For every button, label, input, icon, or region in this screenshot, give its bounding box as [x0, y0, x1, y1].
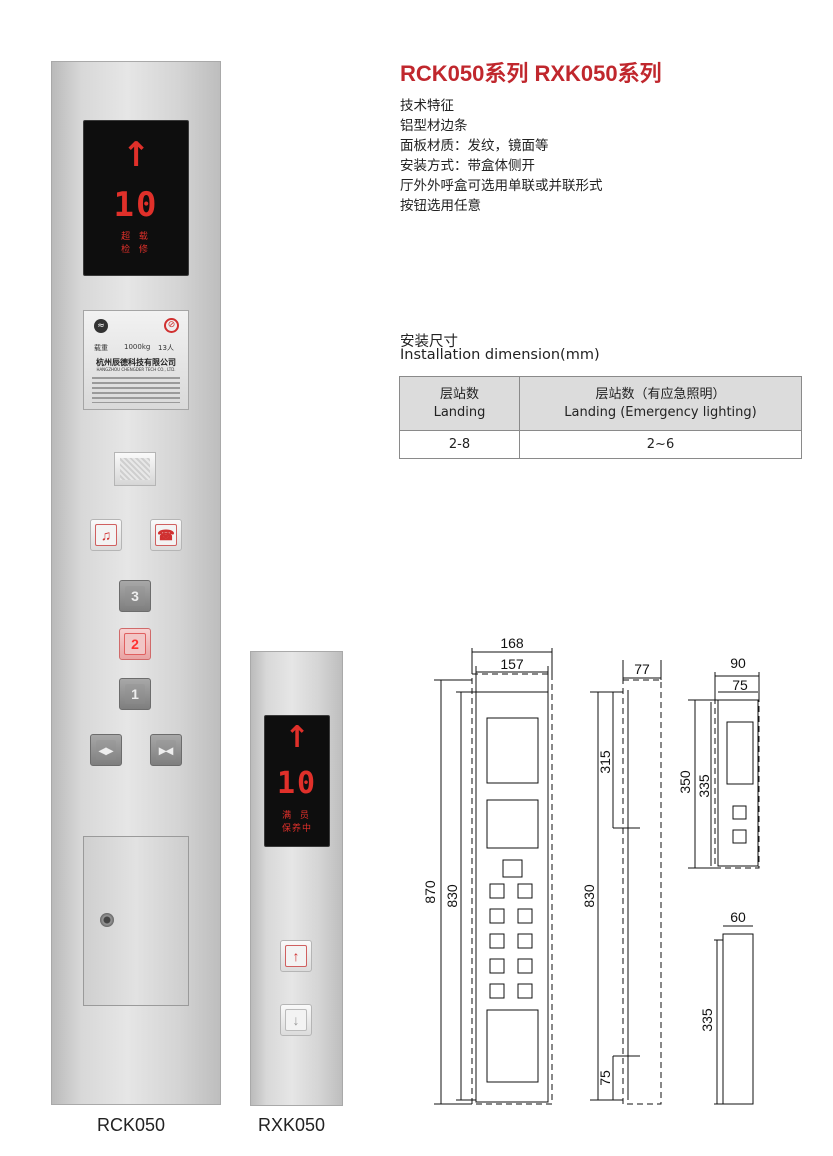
- install-heading-cn: 安装尺寸: [400, 334, 458, 350]
- floor-button-3[interactable]: 3: [119, 580, 151, 612]
- dim-hall-parallel-height-inner: 335: [696, 774, 712, 798]
- series-title: RCK050系列 RXK050系列: [400, 61, 662, 86]
- door-close-icon: ▸◂: [156, 740, 176, 760]
- dim-side-bottom: 75: [597, 1070, 613, 1086]
- col-emergency-cn: 层站数（有应急照明）: [595, 386, 726, 402]
- rck050-caption: RCK050: [97, 1115, 166, 1135]
- floor-label: 2: [124, 633, 146, 655]
- up-arrow-icon: ↑: [284, 720, 310, 755]
- company-name-en: HANGZHOU CHENGDER TECH CO., LTD.: [96, 367, 176, 372]
- door-close-button[interactable]: ▸◂: [150, 734, 182, 766]
- capacity-label: 载重: [94, 344, 108, 352]
- floor-number: 10: [276, 766, 318, 801]
- cell-landing-emergency: 2~6: [519, 430, 802, 459]
- arrow-up-icon: ↑: [285, 945, 307, 967]
- company-name: 杭州辰德科技有限公司: [96, 358, 176, 367]
- no-smoking-icon: ⊘: [164, 318, 179, 333]
- status-service: 保养中: [281, 824, 312, 834]
- bell-icon: ♫: [95, 524, 117, 546]
- speaker-grille: [92, 377, 180, 403]
- status-full: 满 员: [282, 811, 312, 821]
- alarm-button[interactable]: ♫: [90, 519, 122, 551]
- up-arrow-icon: ↑: [121, 135, 151, 175]
- status-overload: 超 载: [121, 232, 151, 242]
- status-maintenance: 检 修: [121, 245, 151, 255]
- capacity-load: 1000kg: [124, 343, 151, 351]
- hall-up-button[interactable]: ↑: [280, 940, 312, 972]
- feature-item: 厅外外呼盒可选用单联或并联形式: [400, 178, 603, 194]
- dim-front-height-outer: 870: [422, 880, 438, 904]
- dim-hall-single-width: 60: [730, 909, 746, 925]
- floor-button-2[interactable]: 2: [119, 628, 151, 660]
- floor-button-1[interactable]: 1: [119, 678, 151, 710]
- col-landing: 层站数 Landing: [399, 376, 520, 431]
- door-open-icon: ◂▸: [96, 740, 116, 760]
- floor-label: 3: [125, 586, 145, 606]
- dim-front-height-inner: 830: [444, 884, 460, 908]
- feature-item: 按钮选用任意: [400, 198, 481, 214]
- feature-item: 铝型材边条: [400, 118, 468, 134]
- rck050-display: ↑ 10 超 载 检 修: [83, 120, 189, 276]
- side-view-drawing: [590, 660, 662, 1105]
- hall-down-button[interactable]: ↓: [280, 1004, 312, 1036]
- col-landing-cn: 层站数: [439, 386, 479, 402]
- col-emergency-en: Landing (Emergency lighting): [564, 404, 757, 420]
- key-lock-icon[interactable]: [100, 913, 114, 927]
- col-landing-en: Landing: [433, 404, 486, 420]
- capacity-plate: ≈ ⊘ 载重 1000kg 13人 杭州辰德科技有限公司 HANGZHOU CH…: [83, 310, 189, 410]
- dim-hall-single-height: 335: [699, 1008, 715, 1032]
- dim-hall-parallel-height-outer: 350: [677, 770, 693, 794]
- intercom-button[interactable]: ☎: [150, 519, 182, 551]
- arrow-down-icon: ↓: [285, 1009, 307, 1031]
- emergency-light: [114, 452, 156, 486]
- install-heading-en: Installation dimension(mm): [400, 347, 600, 363]
- rxk050-caption: RXK050: [258, 1115, 326, 1135]
- cell-landing: 2-8: [399, 430, 520, 459]
- capacity-persons: 13人: [158, 344, 174, 352]
- spec-table: 层站数 Landing 层站数（有应急照明） Landing (Emergenc…: [399, 376, 802, 459]
- front-view-drawing: [434, 648, 553, 1105]
- dim-side-width: 77: [634, 661, 650, 677]
- service-cabinet-door[interactable]: [83, 836, 189, 1006]
- dim-hall-parallel-width-inner: 75: [732, 677, 748, 693]
- dim-front-width-outer: 168: [500, 635, 524, 651]
- dim-side-top: 315: [597, 750, 613, 774]
- feature-item: 面板材质：发纹，镜面等: [400, 138, 549, 154]
- dim-front-width-inner: 157: [500, 656, 524, 672]
- floor-number: 10: [113, 185, 159, 225]
- light-lens: [120, 458, 150, 480]
- dim-hall-parallel-width-outer: 90: [730, 655, 746, 671]
- rxk050-display: ↑ 10 满 员 保养中: [264, 715, 330, 847]
- dim-side-height: 830: [581, 884, 597, 908]
- logo-icon: ≈: [94, 319, 108, 333]
- phone-icon: ☎: [155, 524, 177, 546]
- door-open-button[interactable]: ◂▸: [90, 734, 122, 766]
- hall-single-box-drawing: [714, 925, 754, 1105]
- floor-label: 1: [125, 684, 145, 704]
- col-landing-emergency: 层站数（有应急照明） Landing (Emergency lighting): [519, 376, 802, 431]
- feature-item: 安装方式：带盒体侧开: [400, 158, 535, 174]
- feature-heading: 技术特征: [400, 98, 454, 114]
- hall-parallel-box-drawing: [688, 672, 760, 869]
